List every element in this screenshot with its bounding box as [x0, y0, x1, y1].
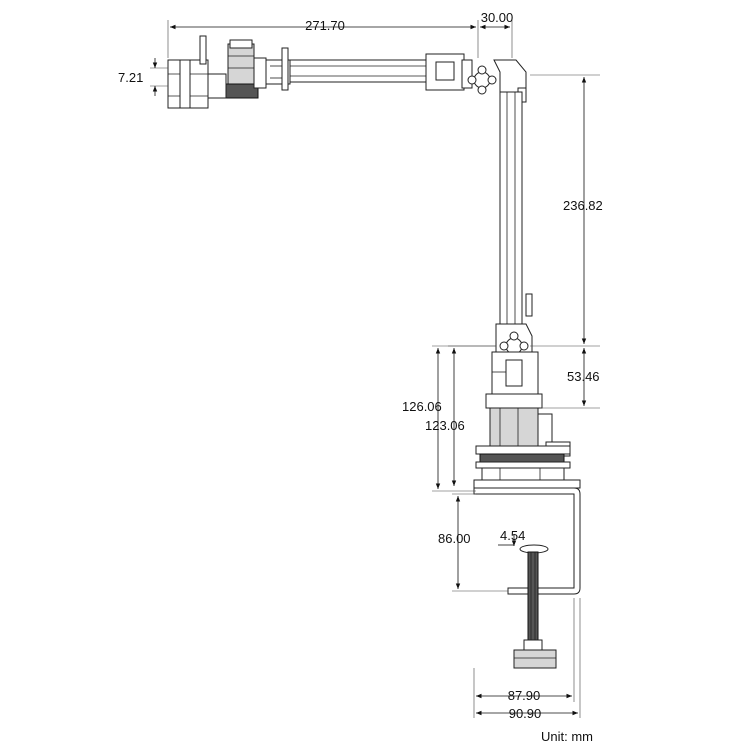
dimension-label-base-height-inner: 123.06 [425, 418, 465, 433]
dimension-label-offset-top: 30.00 [481, 10, 514, 25]
dimension-label-gripper-offset: 7.21 [118, 70, 143, 85]
shoulder-joint [491, 323, 539, 395]
dimension-label-base-height-outer: 126.06 [402, 399, 442, 414]
gripper-assembly [167, 35, 291, 109]
dimension-label-clamp-height: 86.00 [438, 531, 471, 546]
elbow-joint [425, 53, 527, 103]
unit-label: Unit: mm [541, 729, 593, 744]
dimension-vertical-arm: 236.82 [530, 74, 603, 347]
dimension-label-shoulder-height: 53.46 [567, 369, 600, 384]
dimension-label-vertical-arm: 236.82 [563, 198, 603, 213]
dimension-label-reach: 271.70 [305, 18, 345, 33]
dimension-base-height-inner: 123.06 [425, 345, 496, 486]
table-clamp [473, 487, 581, 669]
dimension-label-clamp-outer-width: 90.90 [509, 706, 542, 721]
dimension-clamp-inner-width: 87.90 [473, 598, 575, 718]
horizontal-arm [289, 59, 427, 83]
dimension-shoulder-height: 53.46 [540, 348, 600, 409]
dimension-reach-horizontal: 271.70 [167, 18, 479, 58]
base-assembly [473, 393, 581, 489]
dimension-label-screw-diameter: 4.54 [500, 528, 525, 543]
dimension-gripper-offset: 7.21 [118, 58, 168, 96]
dimension-label-clamp-inner-width: 87.90 [508, 688, 541, 703]
vertical-arm [499, 91, 533, 325]
dimension-screw-diameter: 4.54 [498, 528, 525, 546]
dimension-offset-top: 30.00 [480, 10, 513, 58]
dimension-clamp-height: 86.00 [438, 493, 508, 592]
dimension-clamp-outer-width: 90.90 [476, 598, 581, 721]
